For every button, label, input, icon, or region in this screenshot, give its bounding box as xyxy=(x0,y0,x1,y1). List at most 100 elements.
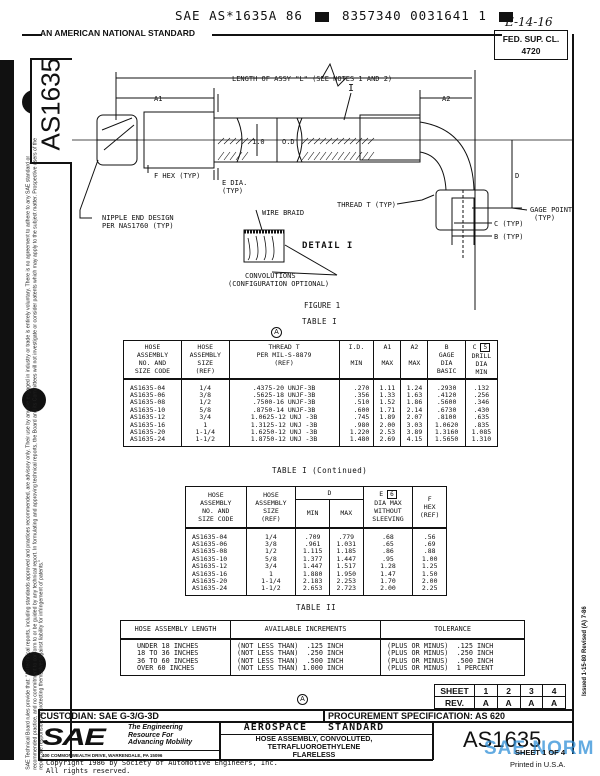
sae-tagline: The Engineering Resource For Advancing M… xyxy=(128,724,193,746)
sae-logo: SAE xyxy=(42,724,106,751)
frame-border xyxy=(70,58,72,758)
title-block-border xyxy=(323,709,325,721)
rev-label: REV. xyxy=(434,696,475,709)
fed-sup-cl-value: 4720 xyxy=(521,46,541,56)
catalog-number: 8357340 0031641 1 xyxy=(341,8,487,23)
svg-text:GAGE POINT: GAGE POINT xyxy=(530,206,572,214)
rule-line xyxy=(22,34,42,36)
fed-sup-cl-box: FED. SUP. CL. 4720 xyxy=(494,30,568,60)
title-block-border xyxy=(38,709,40,760)
title-block-border xyxy=(219,734,433,735)
sheet-revision-block: SHEET 1 2 3 4 REV. A A A A xyxy=(434,684,566,709)
table-1-caption: TABLE I xyxy=(302,317,338,326)
revision-marker: A xyxy=(271,327,282,338)
svg-text:D: D xyxy=(515,172,519,180)
svg-text:B (TYP): B (TYP) xyxy=(494,233,524,241)
col-header-length: HOSE ASSEMBLY LENGTH xyxy=(120,620,231,639)
svg-text:NIPPLE END DESIGN: NIPPLE END DESIGN xyxy=(102,214,174,222)
svg-text:CONVOLUTIONS: CONVOLUTIONS xyxy=(245,272,296,280)
svg-text:C (TYP): C (TYP) xyxy=(494,220,524,228)
frame-border xyxy=(572,34,574,754)
svg-text:WIRE BRAID: WIRE BRAID xyxy=(262,209,304,217)
title-block-border xyxy=(38,759,433,761)
note-flag: 5 xyxy=(480,342,491,352)
col-header-tolerance: TOLERANCE xyxy=(380,620,525,639)
col-header-d: D xyxy=(295,486,364,500)
fed-sup-cl-label: FED. SUP. CL. xyxy=(502,34,560,44)
procurement-spec: PROCUREMENT SPECIFICATION: AS 620 xyxy=(328,711,506,721)
copyright: Copyright 1986 by Society of Automotive … xyxy=(46,759,278,775)
svg-text:FIGURE 1: FIGURE 1 xyxy=(304,301,340,310)
issue-revision-dates: Issued 1-15-80 Revised (A) 7-86 xyxy=(582,606,588,696)
svg-text:THREAD T (TYP): THREAD T (TYP) xyxy=(337,201,396,209)
punch-hole xyxy=(22,388,46,412)
title-block-border xyxy=(38,750,219,751)
svg-text:A1: A1 xyxy=(154,95,162,103)
revision-marker: A xyxy=(297,694,308,705)
document-number: AS1635 xyxy=(463,727,542,752)
title-block-border xyxy=(38,709,574,711)
title-block-border xyxy=(432,721,434,760)
sae-address: 400 COMMONWEALTH DRIVE, WARRENDALE, PA 1… xyxy=(42,753,163,758)
svg-text:(CONFIGURATION OPTIONAL): (CONFIGURATION OPTIONAL) xyxy=(228,280,329,288)
rule-line xyxy=(212,34,502,36)
col-header-d-min: MIN xyxy=(295,499,330,529)
block-mark xyxy=(499,11,514,22)
figure-1-drawing: LENGTH OF ASSY "L" (SEE NOTES 1 AND 2) A… xyxy=(72,62,572,310)
table-1-cont-caption: TABLE I (Continued) xyxy=(272,466,368,475)
svg-text:I: I xyxy=(348,83,354,94)
watermark: SAE NORM xyxy=(484,738,595,759)
sae-disclaimer: SAE Technical Board rules provide that: … xyxy=(25,137,45,770)
svg-text:A2: A2 xyxy=(442,95,450,103)
note-flag: 6 xyxy=(387,490,397,500)
svg-text:O.D: O.D xyxy=(282,138,295,146)
sheet-label: SHEET xyxy=(434,684,475,697)
sheet-of: SHEET 1 OF 4 xyxy=(515,748,566,757)
document-id-box xyxy=(30,58,72,164)
col-header-a2: A2 MAX xyxy=(400,340,429,380)
document-title: HOSE ASSEMBLY, CONVOLUTED, TETRAFLUOROET… xyxy=(255,734,373,759)
title-block-border xyxy=(219,721,221,760)
standard-label: AN AMERICAN NATIONAL STANDARD xyxy=(40,28,196,38)
block-mark xyxy=(315,11,330,22)
catalog-code: SAE AS*1635A 86 xyxy=(175,8,303,23)
handwritten-note: E-14-16 xyxy=(505,15,553,29)
document-category: AEROSPACE STANDARD xyxy=(243,722,385,733)
svg-text:PER NAS1760 (TYP): PER NAS1760 (TYP) xyxy=(102,222,174,230)
svg-text:LENGTH OF ASSY "L" (SEE NOTES: LENGTH OF ASSY "L" (SEE NOTES 1 AND 2) xyxy=(232,75,392,83)
title-block-border xyxy=(38,721,574,723)
custodian: CUSTODIAN: SAE G-3/G-3D xyxy=(40,711,159,721)
svg-text:(TYP): (TYP) xyxy=(534,214,555,222)
table-2-caption: TABLE II xyxy=(296,603,337,612)
binding-strip xyxy=(0,60,14,760)
col-header-increments: AVAILABLE INCREMENTS xyxy=(230,620,381,639)
svg-text:DETAIL I: DETAIL I xyxy=(302,241,353,251)
punch-hole xyxy=(22,652,46,676)
catalog-code-line: SAE AS*1635A 86 8357340 0031641 1 xyxy=(175,8,517,23)
printed-in: Printed in U.S.A. xyxy=(510,760,566,769)
svg-text:F HEX (TYP): F HEX (TYP) xyxy=(154,172,200,180)
